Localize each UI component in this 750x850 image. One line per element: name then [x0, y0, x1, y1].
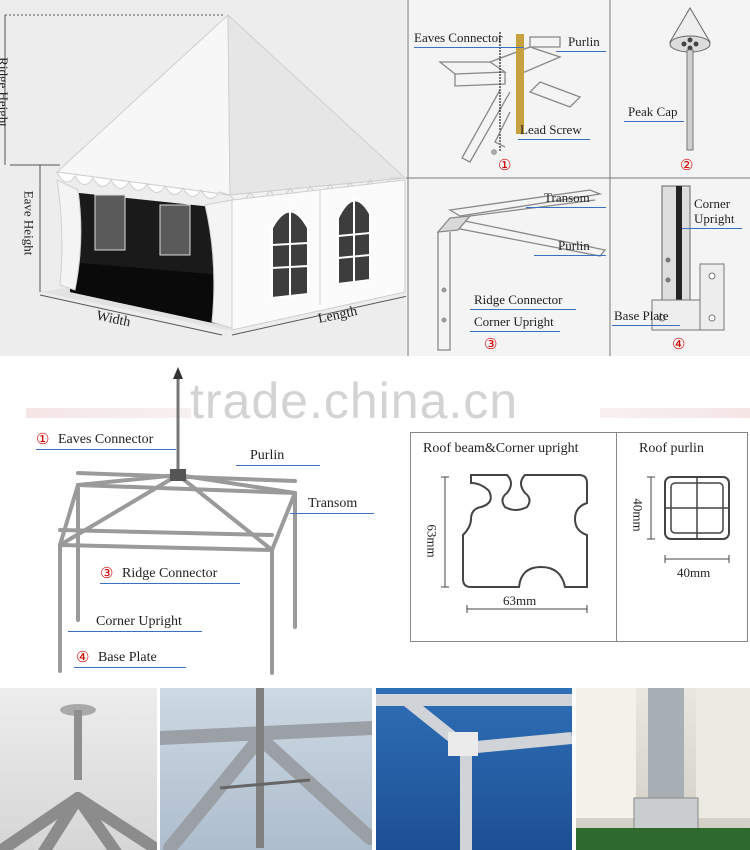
- ridge-connector-label-2: Ridge Connector: [122, 566, 218, 581]
- base-plate-label-2: Base Plate: [98, 650, 157, 665]
- corner-upright-label-3: Corner Upright: [96, 614, 182, 629]
- detail-grid-lines: [406, 0, 750, 356]
- eaves-connector-label-2: Eaves Connector: [58, 432, 154, 447]
- eave-height-label: Eave Height: [21, 190, 37, 256]
- purlin-label-1: Purlin: [568, 34, 600, 49]
- roof-purlin-profile: [647, 476, 730, 563]
- tent-roof-side: [227, 13, 406, 196]
- detail-grid: Eaves Connector Purlin Lead Screw ① Peak…: [406, 0, 750, 356]
- ridge-connector-illustration: [436, 189, 607, 351]
- window-right: [337, 195, 371, 286]
- watermark-band: [26, 408, 191, 418]
- detail-number-4: ④: [672, 337, 686, 353]
- peak-cap-illustration: [669, 7, 711, 151]
- roof-beam-profile: [441, 474, 588, 613]
- corner-upright-label-2b: Upright: [694, 211, 735, 226]
- transom-label-1: Transom: [544, 190, 590, 205]
- ridge-connector-label-1: Ridge Connector: [474, 292, 563, 307]
- base-plate-illustration: [651, 185, 725, 331]
- frame-number-3: ③: [100, 566, 114, 582]
- roof-purlin-title: Roof purlin: [639, 441, 704, 456]
- peak-cap-label: Peak Cap: [628, 104, 678, 119]
- window-left: [271, 205, 309, 300]
- tent-side-wall: [231, 179, 406, 331]
- eaves-connector-label: Eaves Connector: [414, 30, 503, 45]
- eaves-connector-illustration: [438, 32, 582, 163]
- photo-ridge-connector: [376, 688, 572, 850]
- frame-number-1: ①: [36, 432, 50, 448]
- tent-overview-panel: Ridge Height Eave Height Width Length: [0, 0, 406, 356]
- photo-eaves-connector: [160, 688, 372, 850]
- roof-beam-width-label: 63mm: [503, 593, 537, 608]
- roof-purlin-height-label: 40mm: [630, 498, 646, 532]
- ridge-height-label: Ridge Height: [0, 57, 11, 127]
- corner-upright-label-1: Corner Upright: [474, 314, 554, 329]
- photo-base-plate: [576, 688, 750, 850]
- base-plate-label-1: Base Plate: [614, 308, 669, 323]
- photo-peak-cap: [0, 688, 157, 850]
- corner-upright-label-2a: Corner: [694, 196, 731, 211]
- roof-beam-title: Roof beam&Corner upright: [423, 441, 579, 456]
- purlin-label-3: Purlin: [250, 448, 285, 463]
- roof-beam-height-label: 63mm: [424, 524, 440, 558]
- purlin-label-2: Purlin: [558, 238, 590, 253]
- detail-number-1: ①: [498, 158, 512, 174]
- roof-purlin-width-label: 40mm: [677, 565, 711, 580]
- frame-number-4: ④: [76, 650, 90, 666]
- tent-roof-front: [55, 13, 231, 196]
- frame-diagram: [58, 367, 297, 675]
- transom-label-2: Transom: [308, 496, 358, 511]
- watermark-band-right: [600, 408, 750, 418]
- detail-number-2: ②: [680, 158, 694, 174]
- lead-screw-label: Lead Screw: [520, 122, 582, 137]
- profiles-panel: Roof beam&Corner upright Roof purlin 63m…: [410, 432, 748, 642]
- tent-illustration: [4, 13, 406, 336]
- watermark: trade.china.cn: [190, 373, 519, 429]
- detail-number-3: ③: [484, 337, 498, 353]
